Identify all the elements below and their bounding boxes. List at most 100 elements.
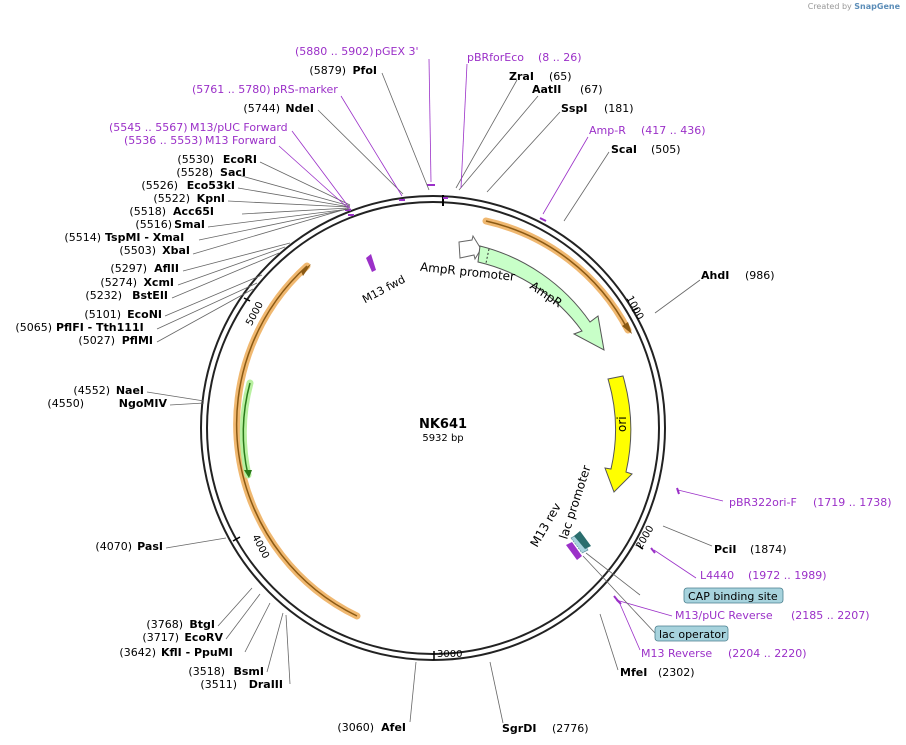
plasmid-length: 5932 bp <box>422 433 463 444</box>
label-m13-rev: M13 rev <box>527 500 563 549</box>
svg-text:M13/pUC Forward: M13/pUC Forward <box>190 121 288 134</box>
svg-text:(4070): (4070) <box>95 540 132 553</box>
svg-text:(3642): (3642) <box>119 646 156 659</box>
svg-text:(1972 .. 1989): (1972 .. 1989) <box>748 569 827 582</box>
svg-text:(5274): (5274) <box>100 276 137 289</box>
primer-leaders-left <box>278 58 432 211</box>
site-pflmi: (5027)PflMI <box>78 334 153 347</box>
site-ecorv: (3717) EcoRV <box>142 631 223 644</box>
primer-leaders-right <box>460 63 724 651</box>
svg-text:ScaI: ScaI <box>611 143 637 156</box>
svg-text:AhdI: AhdI <box>701 269 729 282</box>
svg-text:PasI: PasI <box>137 540 163 553</box>
site-saci: (5528)SacI <box>176 166 246 179</box>
site-ahdi: AhdI(986) <box>701 269 775 282</box>
svg-text:(5065): (5065) <box>15 321 52 334</box>
tick-1000: 1000 <box>624 294 646 322</box>
svg-text:Amp-R: Amp-R <box>589 124 626 137</box>
svg-text:NaeI: NaeI <box>116 384 144 397</box>
orf-arc-right-line <box>485 220 629 331</box>
svg-text:SspI: SspI <box>561 102 587 115</box>
svg-text:(5879): (5879) <box>309 64 346 77</box>
svg-text:(5545 .. 5567): (5545 .. 5567) <box>109 121 188 134</box>
ori-arrow <box>604 375 633 493</box>
tick-label-1000: 1000 <box>624 294 646 322</box>
site-acc65i: (5518)Acc65I <box>129 205 214 218</box>
sites-left: (5879) PfoI (5744) NdeI (5530)EcoRI (5528)… <box>15 64 406 734</box>
svg-text:(3717): (3717) <box>142 631 179 644</box>
green-feature-arc-line <box>242 382 251 476</box>
site-naei: (4552)NaeI <box>73 384 144 397</box>
svg-text:(2185 .. 2207): (2185 .. 2207) <box>791 609 870 622</box>
svg-text:AatII: AatII <box>532 83 561 96</box>
svg-text:PfoI: PfoI <box>353 64 378 77</box>
svg-text:(5514): (5514) <box>64 231 101 244</box>
svg-text:(4550): (4550) <box>47 397 84 410</box>
svg-text:NgoMIV: NgoMIV <box>119 397 168 410</box>
svg-text:(417 .. 436): (417 .. 436) <box>641 124 706 137</box>
svg-text:SmaI: SmaI <box>174 218 205 231</box>
watermark-prefix: Created by <box>807 2 852 11</box>
leader-lines-left <box>146 72 430 723</box>
label-lac-promoter: lac promoter <box>557 464 594 541</box>
site-scai: ScaI(505) <box>611 143 681 156</box>
svg-text:lac operator: lac operator <box>659 628 726 641</box>
m13-fwd-marker <box>366 254 376 272</box>
site-ecori: (5530)EcoRI <box>177 153 257 166</box>
svg-text:BtgI: BtgI <box>189 618 215 631</box>
svg-text:M13 Reverse: M13 Reverse <box>641 647 712 660</box>
svg-text:AfeI: AfeI <box>381 721 406 734</box>
site-ngomiv: (4550) NgoMIV <box>47 397 167 410</box>
svg-text:(65): (65) <box>549 70 572 83</box>
svg-text:BsmI: BsmI <box>234 665 265 678</box>
svg-text:(5101): (5101) <box>84 308 121 321</box>
svg-text:(3768): (3768) <box>146 618 183 631</box>
site-ndei: (5744) NdeI <box>243 102 314 115</box>
svg-text:Eco53kI: Eco53kI <box>187 179 235 192</box>
backbone-inner-ring <box>206 201 660 655</box>
cap-binding-site-label: CAP binding site <box>683 587 784 604</box>
svg-text:(67): (67) <box>580 83 603 96</box>
svg-text:EcoRV: EcoRV <box>184 631 223 644</box>
site-pfoi: (5879) PfoI <box>309 64 377 77</box>
svg-text:(5761 .. 5780): (5761 .. 5780) <box>192 83 271 96</box>
svg-text:MfeI: MfeI <box>620 666 647 679</box>
svg-text:(5880 .. 5902): (5880 .. 5902) <box>295 45 374 58</box>
site-draiii: (3511)DraIII <box>200 678 283 691</box>
plasmid-name: NK641 <box>419 417 467 432</box>
orf-arc-left-line <box>235 265 358 617</box>
svg-text:KpnI: KpnI <box>197 192 225 205</box>
svg-text:Acc65I: Acc65I <box>173 205 214 218</box>
svg-text:XcmI: XcmI <box>143 276 174 289</box>
svg-text:EcoNI: EcoNI <box>127 308 162 321</box>
site-bsteii: (5232)BstEII <box>85 289 168 302</box>
svg-text:pRS-marker: pRS-marker <box>273 83 338 96</box>
primer-m13-puc-reverse: M13/pUC Reverse(2185 .. 2207) <box>675 609 870 622</box>
primer-prs-marker: (5761 .. 5780)pRS-marker <box>192 83 338 96</box>
svg-text:XbaI: XbaI <box>162 244 190 257</box>
site-afei: (3060)AfeI <box>337 721 406 734</box>
ampr-gene-arrow <box>477 245 605 351</box>
m13-rev-marker <box>566 542 582 560</box>
site-sgrdi: SgrDI(2776) <box>502 722 589 735</box>
backbone-outer-ring <box>200 195 666 661</box>
svg-text:NdeI: NdeI <box>285 102 314 115</box>
leader-lines-right <box>455 79 713 724</box>
primer-m13-reverse: M13 Reverse(2204 .. 2220) <box>641 647 807 660</box>
lac-region-features <box>566 531 591 560</box>
primer-l4440: L4440(1972 .. 1989) <box>700 569 827 582</box>
site-xcmi: (5274) XcmI <box>100 276 174 289</box>
watermark-brand: SnapGene <box>854 2 900 11</box>
site-bsmi: (3518)BsmI <box>188 665 264 678</box>
svg-text:(5516): (5516) <box>135 218 172 231</box>
primer-markers <box>345 184 680 605</box>
site-xbai: (5503)XbaI <box>119 244 190 257</box>
svg-text:(5744): (5744) <box>243 102 280 115</box>
svg-text:BstEII: BstEII <box>132 289 168 302</box>
svg-text:ZraI: ZraI <box>509 70 534 83</box>
svg-text:(5297): (5297) <box>110 262 147 275</box>
svg-text:(5522): (5522) <box>153 192 190 205</box>
primer-pbr322ori-f: pBR322ori-F(1719 .. 1738) <box>729 496 892 509</box>
site-zrai: ZraI (65) <box>509 70 572 83</box>
